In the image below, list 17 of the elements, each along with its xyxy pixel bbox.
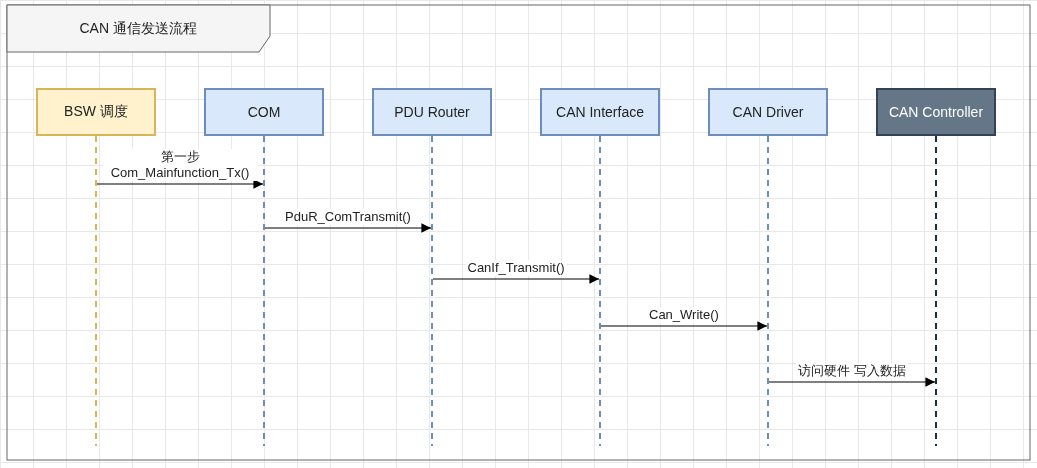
- message-arrow: [432, 274, 600, 284]
- message-arrow: [768, 377, 936, 387]
- participant-box: COM: [204, 88, 324, 136]
- participant-box: CAN Interface: [540, 88, 660, 136]
- diagram-title: CAN 通信发送流程: [79, 20, 197, 38]
- message-arrow: [96, 179, 264, 189]
- message-arrow: [264, 223, 432, 233]
- edge-label: 第一步 Com_Mainfunction_Tx(): [103, 149, 257, 181]
- edge-label: CanIf_Transmit(): [465, 260, 567, 276]
- participant-box: PDU Router: [372, 88, 492, 136]
- edge-label: PduR_ComTransmit(): [283, 209, 413, 225]
- message-arrow: [600, 321, 768, 331]
- participant-box: CAN Driver: [708, 88, 828, 136]
- edge-label: 访问硬件 写入数据: [796, 363, 908, 379]
- participant-box: CAN Controller: [876, 88, 996, 136]
- edge-label: Can_Write(): [647, 307, 721, 323]
- participant-box: BSW 调度: [36, 88, 156, 136]
